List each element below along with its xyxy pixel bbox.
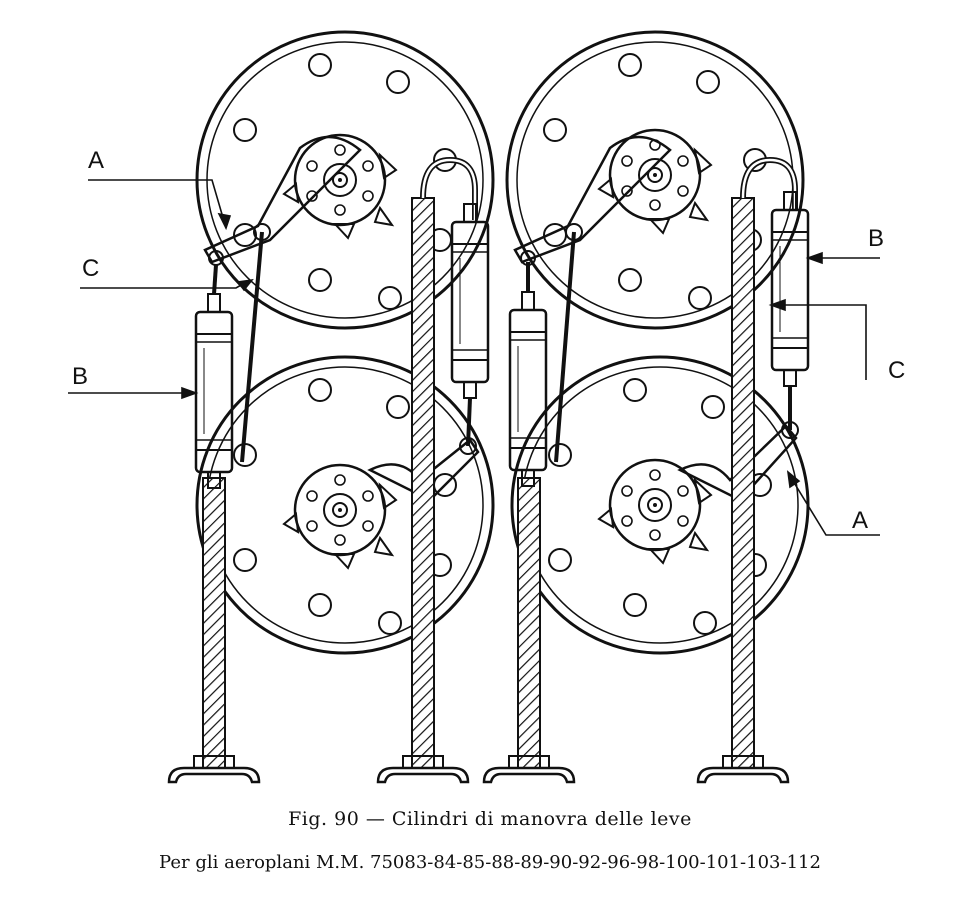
callout-b-left: B xyxy=(72,363,88,390)
hub-bottom-left xyxy=(282,463,398,570)
cylinder-right-inner xyxy=(508,290,548,488)
callout-b-right: B xyxy=(868,225,884,252)
cylinder-left-outer xyxy=(194,292,234,490)
hub-top-left xyxy=(282,133,398,240)
leg-right-inner xyxy=(517,477,541,769)
callout-c-right: C xyxy=(888,357,905,384)
wheel-bottom-right xyxy=(510,355,810,655)
wheel-top-right xyxy=(505,30,805,330)
cylinder-right-outer xyxy=(770,190,810,388)
brake-cylinder-diagram: A C B B C A xyxy=(68,30,905,784)
figure-caption: Fig. 90 — Cilindri di manovra delle leve xyxy=(288,808,692,830)
lever-top-left xyxy=(203,135,362,266)
callout-a-top-left: A xyxy=(88,147,104,174)
leg-left-outer xyxy=(202,477,226,769)
figure-subcaption: Per gli aeroplani M.M. 75083-84-85-88-89… xyxy=(159,852,821,873)
callout-a-right: A xyxy=(852,507,868,534)
callout-c-left: C xyxy=(82,255,99,282)
lever-top-right xyxy=(513,135,672,266)
callout-leaders xyxy=(68,179,880,536)
hub-bottom-right xyxy=(597,458,713,565)
leg-right-outer xyxy=(731,156,798,769)
